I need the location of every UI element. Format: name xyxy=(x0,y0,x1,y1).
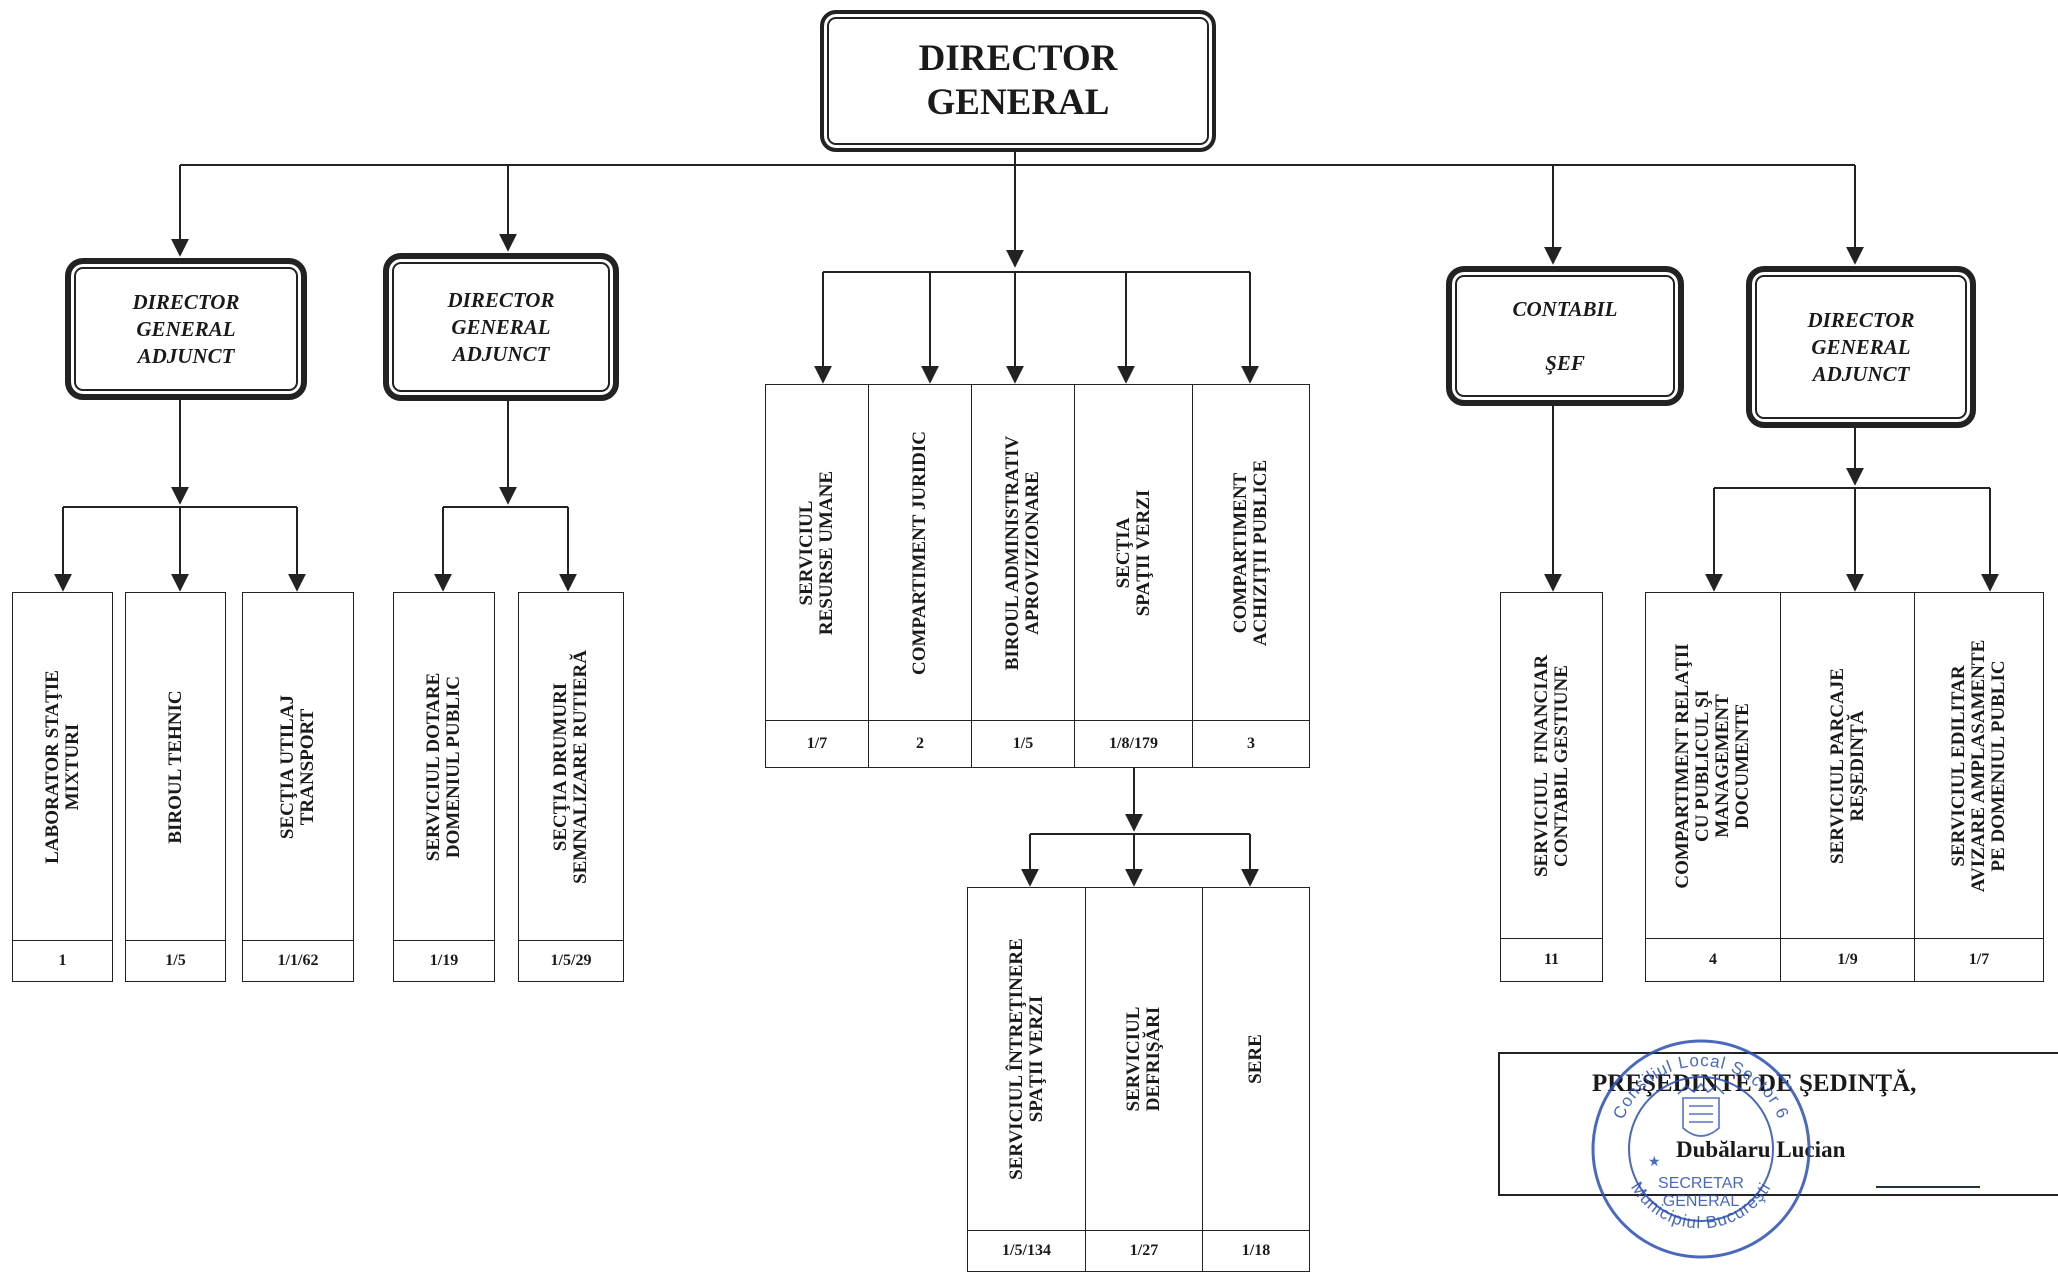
director-general-title: DIRECTOR GENERAL xyxy=(918,38,1118,123)
unit-count: 1/27 xyxy=(1129,1242,1159,1259)
signature-box: PREŞEDINTE DE ŞEDINŢĂ, Dubălaru Lucian xyxy=(1498,1052,2058,1196)
adjunct-1-title: DIRECTOR GENERAL ADJUNCT xyxy=(132,289,240,368)
unit-name: SERE xyxy=(1245,1034,1266,1084)
adjunct-2-title: DIRECTOR GENERAL ADJUNCT xyxy=(447,287,555,366)
unit-compartiment-relatii-public: COMPARTIMENT RELAŢII CU PUBLICUL ŞI MANA… xyxy=(1645,592,1781,982)
unit-name: SERVICIUL PARCAJE REŞEDINŢĂ xyxy=(1826,667,1868,864)
unit-name: COMPARTIMENT JURIDIC xyxy=(909,430,930,675)
unit-count: 2 xyxy=(916,735,924,752)
unit-count: 1/5 xyxy=(1012,735,1034,752)
unit-compartiment-juridic: COMPARTIMENT JURIDIC 2 xyxy=(868,384,972,768)
unit-laborator-statie-mixturi: LABORATOR STAŢIE MIXTURI 1 xyxy=(12,592,113,982)
unit-sectia-drumuri: SECŢIA DRUMURI SEMNALIZARE RUTIERĂ 1/5/2… xyxy=(518,592,624,982)
signature-line xyxy=(1876,1186,1980,1188)
unit-name: COMPARTIMENT RELAŢII CU PUBLICUL ŞI MANA… xyxy=(1672,642,1753,889)
unit-serviciul-intretinere-spatii-verzi: SERVICIUL ÎNTREŢINERE SPAŢII VERZI 1/5/1… xyxy=(967,887,1086,1272)
unit-biroul-administrativ: BIROUL ADMINISTRATIV APROVIZIONARE 1/5 xyxy=(971,384,1075,768)
unit-sectia-utilaj-transport: SECŢIA UTILAJ TRANSPORT 1/1/62 xyxy=(242,592,354,982)
unit-serviciul-dotare: SERVICIUL DOTARE DOMENIUL PUBLIC 1/19 xyxy=(393,592,495,982)
unit-name: BIROUL TEHNIC xyxy=(164,689,186,844)
unit-count: 1/5/29 xyxy=(550,952,592,969)
director-general-adjunct-3: DIRECTOR GENERAL ADJUNCT xyxy=(1746,266,1976,428)
unit-name: BIROUL ADMINISTRATIV APROVIZIONARE xyxy=(1002,435,1043,670)
unit-count: 4 xyxy=(1709,951,1717,968)
unit-name: SERVICIUL EDILITAR AVIZARE AMPLASAMENTE … xyxy=(1948,639,2009,892)
unit-count: 1/9 xyxy=(1837,951,1858,968)
unit-serviciul-defrisari: SERVICIUL DEFRIŞĂRI 1/27 xyxy=(1085,887,1203,1272)
unit-count: 3 xyxy=(1247,735,1255,752)
unit-serviciul-parcaje-resedinta: SERVICIUL PARCAJE REŞEDINŢĂ 1/9 xyxy=(1780,592,1915,982)
unit-count: 1/5/134 xyxy=(1002,1242,1051,1259)
signature-name: Dubălaru Lucian xyxy=(1676,1137,1846,1162)
unit-biroul-tehnic: BIROUL TEHNIC 1/5 xyxy=(125,592,226,982)
unit-serviciul-financiar-contabil: SERVICIUL FINANCIAR CONTABIL GESTIUNE 11 xyxy=(1500,592,1603,982)
director-general-box: DIRECTOR GENERAL xyxy=(820,10,1216,152)
unit-count: 1/8/179 xyxy=(1109,735,1158,752)
contabil-sef-title: CONTABIL ŞEF xyxy=(1512,296,1618,375)
unit-name: SECŢIA DRUMURI SEMNALIZARE RUTIERĂ xyxy=(550,649,591,884)
unit-compartiment-achizitii-publice: COMPARTIMENT ACHIZIŢII PUBLICE 3 xyxy=(1192,384,1310,768)
director-general-adjunct-1: DIRECTOR GENERAL ADJUNCT xyxy=(65,258,307,400)
unit-name: SERVICIUL FINANCIAR CONTABIL GESTIUNE xyxy=(1530,654,1572,877)
unit-name: SERVICIUL ÎNTREŢINERE SPAŢII VERZI xyxy=(1005,938,1047,1180)
unit-name: SECŢIA UTILAJ TRANSPORT xyxy=(277,694,318,839)
unit-name: COMPARTIMENT ACHIZIŢII PUBLICE xyxy=(1230,459,1271,646)
unit-count: 1/19 xyxy=(429,952,459,969)
director-general-adjunct-2: DIRECTOR GENERAL ADJUNCT xyxy=(383,253,619,401)
unit-count: 1/7 xyxy=(1968,951,1990,968)
unit-sectia-spatii-verzi: SECŢIA SPAŢII VERZI 1/8/179 xyxy=(1074,384,1193,768)
unit-count: 1 xyxy=(58,952,67,969)
signature-title: PREŞEDINTE DE ŞEDINŢĂ, xyxy=(1592,1070,1917,1097)
unit-name: SERVICIUL DOTARE DOMENIUL PUBLIC xyxy=(423,672,464,861)
unit-serviciul-resurse-umane: SERVICIUL RESURSE UMANE 1/7 xyxy=(765,384,869,768)
unit-name: LABORATOR STAŢIE MIXTURI xyxy=(41,669,83,864)
unit-count: 1/18 xyxy=(1241,1242,1271,1259)
unit-serviciul-edilitar: SERVICIUL EDILITAR AVIZARE AMPLASAMENTE … xyxy=(1914,592,2044,982)
unit-count: 1/1/62 xyxy=(277,952,319,969)
adjunct-3-title: DIRECTOR GENERAL ADJUNCT xyxy=(1807,307,1915,386)
unit-sere: SERE 1/18 xyxy=(1202,887,1310,1272)
unit-count: 1/5 xyxy=(165,952,186,969)
unit-name: SERVICIUL RESURSE UMANE xyxy=(796,470,837,635)
unit-name: SERVICIUL DEFRIŞĂRI xyxy=(1123,1006,1164,1112)
unit-count: 1/7 xyxy=(806,735,828,752)
unit-name: SECŢIA SPAŢII VERZI xyxy=(1112,489,1154,616)
contabil-sef-box: CONTABIL ŞEF xyxy=(1446,266,1684,406)
unit-count: 11 xyxy=(1543,951,1560,968)
